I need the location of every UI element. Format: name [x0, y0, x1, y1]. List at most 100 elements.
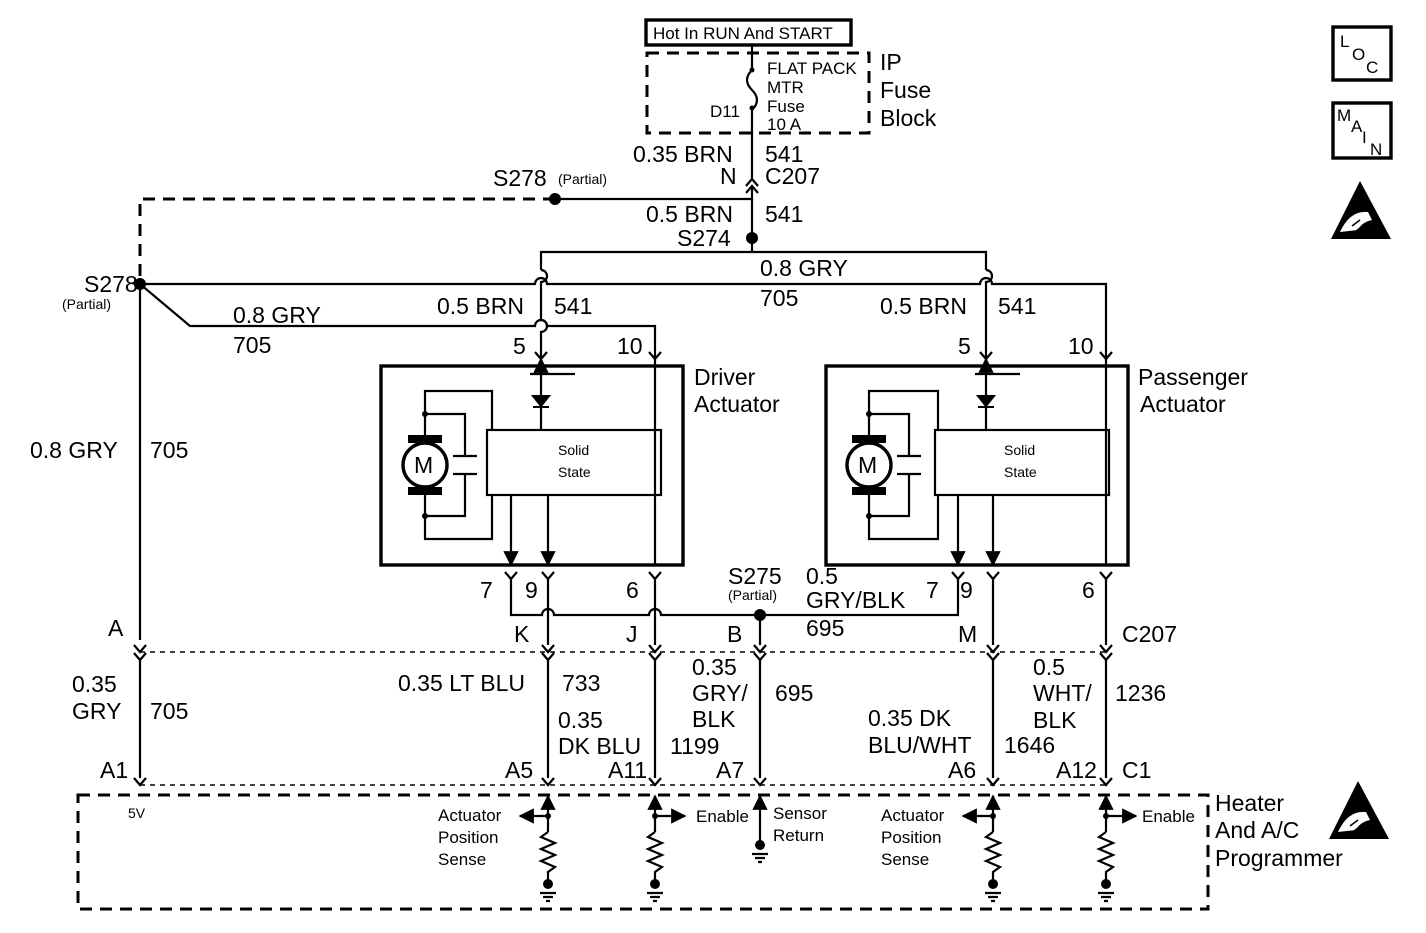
- gry-top-size: 0.8 GRY: [760, 255, 848, 281]
- c207-label: C207: [1122, 621, 1177, 647]
- c207-pin-m: M: [958, 621, 977, 647]
- c207-pin-k: K: [514, 621, 530, 647]
- driver-pin-7: 7: [480, 577, 493, 603]
- main-letter-a: A: [1351, 117, 1363, 136]
- sensor-return-label-2: Return: [773, 826, 824, 845]
- w1-size: 0.35 BRN: [633, 141, 733, 167]
- c207-pin-b: B: [727, 621, 742, 647]
- driver-pin-5: 5: [513, 333, 526, 359]
- ip-fuse-block-outline: [645, 51, 871, 135]
- c-circuit: 1236: [1115, 680, 1166, 706]
- brn-bus: [539, 250, 988, 270]
- b-size-2: GRY/: [692, 680, 748, 706]
- fuse-label-2: MTR: [767, 78, 804, 97]
- passenger-actuator: Solid State M: [824, 359, 1130, 567]
- main-letter-n: N: [1370, 140, 1382, 159]
- driver-ss-label-1: Solid: [558, 442, 589, 458]
- hot-label-box: Hot In RUN And START: [644, 18, 853, 47]
- passenger-pin-6: 6: [1082, 577, 1095, 603]
- main-letter-m: M: [1337, 106, 1351, 125]
- w1-circuit: 541: [765, 141, 803, 167]
- driver-ss-label-2: State: [558, 464, 591, 480]
- driver-name-2: Actuator: [694, 391, 780, 417]
- b-size-3: BLK: [692, 706, 736, 732]
- fuse-label-3: Fuse: [767, 97, 805, 116]
- aps2-label-1: Actuator: [881, 806, 945, 825]
- passenger-name-2: Actuator: [1140, 391, 1226, 417]
- enable2-label: Enable: [1142, 807, 1195, 826]
- c-size-2: WHT/: [1033, 680, 1092, 706]
- s275-size-2: GRY/BLK: [806, 587, 906, 613]
- s278-dashed-link: [138, 197, 555, 284]
- passenger-ss-label-1: Solid: [1004, 442, 1035, 458]
- enable2-circuit: [1096, 794, 1138, 903]
- s275-bus: [509, 579, 960, 617]
- loc-letter-o: O: [1352, 45, 1365, 64]
- m-circuit: 1646: [1004, 732, 1055, 758]
- a-size-2: GRY: [72, 698, 121, 724]
- gry-left-size: 0.8 GRY: [233, 302, 321, 328]
- b-size-1: 0.35: [692, 654, 737, 680]
- pin-a12: A12: [1056, 757, 1097, 783]
- aps1-label-3: Sense: [438, 850, 486, 869]
- passenger-brn-size: 0.5 BRN: [880, 293, 967, 319]
- aps2-label-2: Position: [881, 828, 941, 847]
- driver-brn-size: 0.5 BRN: [437, 293, 524, 319]
- fuse-label-1: FLAT PACK: [767, 59, 857, 78]
- pin-a7: A7: [716, 757, 744, 783]
- passenger-ss-label-2: State: [1004, 464, 1037, 480]
- enable1-circuit: [645, 794, 687, 903]
- j-circuit: 1199: [670, 733, 719, 759]
- aps1-circuit: [518, 794, 558, 903]
- fuse-symbol: [745, 45, 759, 111]
- s275-size-1: 0.5: [806, 563, 838, 589]
- a-circuit: 705: [150, 698, 188, 724]
- pin-a1: A1: [100, 757, 128, 783]
- aps2-label-3: Sense: [881, 850, 929, 869]
- driver-actuator: Solid State M: [379, 359, 685, 567]
- programmer-name-1: Heater: [1215, 790, 1284, 816]
- hot-label: Hot In RUN And START: [653, 24, 833, 43]
- loc-letter-l: L: [1340, 32, 1349, 51]
- s275-circuit: 695: [806, 615, 844, 641]
- s278-left-partial: (Partial): [62, 296, 111, 312]
- j-size-2: DK BLU: [558, 733, 641, 759]
- pin-a6: A6: [948, 757, 976, 783]
- fuse-block-name-2: Fuse: [880, 77, 931, 103]
- w1-connector: C207: [765, 163, 820, 189]
- driver-pin-9: 9: [525, 577, 538, 603]
- main-icon[interactable]: M A I N: [1331, 101, 1393, 160]
- w2-circuit: 541: [765, 201, 803, 227]
- passenger-brn-circuit: 541: [998, 293, 1036, 319]
- programmer-name-2: And A/C: [1215, 817, 1299, 843]
- esd-warning-icon: [1331, 181, 1391, 239]
- b-circuit: 695: [775, 680, 813, 706]
- k-circuit: 733: [562, 670, 600, 696]
- c-size-1: 0.5: [1033, 654, 1065, 680]
- fuse-label-4: 10 A: [767, 115, 802, 134]
- gry-left-circuit: 705: [233, 332, 271, 358]
- passenger-name-1: Passenger: [1138, 364, 1248, 390]
- k-size: 0.35 LT BLU: [398, 670, 525, 696]
- c207-pin-j: J: [626, 621, 638, 647]
- gry-vert-size: 0.8 GRY: [30, 437, 118, 463]
- gry-top-circuit: 705: [760, 285, 798, 311]
- m-size-1: 0.35 DK: [868, 705, 952, 731]
- aps1-label-1: Actuator: [438, 806, 502, 825]
- sensor-return-circuit: [752, 794, 768, 864]
- passenger-pin-7: 7: [926, 577, 939, 603]
- sensor-return-label-1: Sensor: [773, 804, 827, 823]
- m-size-2: BLU/WHT: [868, 732, 972, 758]
- aps1-label-2: Position: [438, 828, 498, 847]
- pin-a11: A11: [608, 757, 647, 783]
- enable1-label: Enable: [696, 807, 749, 826]
- w2-size: 0.5 BRN: [646, 201, 733, 227]
- s275-partial: (Partial): [728, 587, 777, 603]
- loc-icon[interactable]: L O C: [1331, 25, 1393, 82]
- driver-brn-circuit: 541: [554, 293, 592, 319]
- s278-top-label: S278: [493, 165, 547, 191]
- loc-letter-c: C: [1366, 58, 1378, 77]
- main-letter-i: I: [1362, 128, 1367, 147]
- v5-label: 5V: [128, 805, 146, 821]
